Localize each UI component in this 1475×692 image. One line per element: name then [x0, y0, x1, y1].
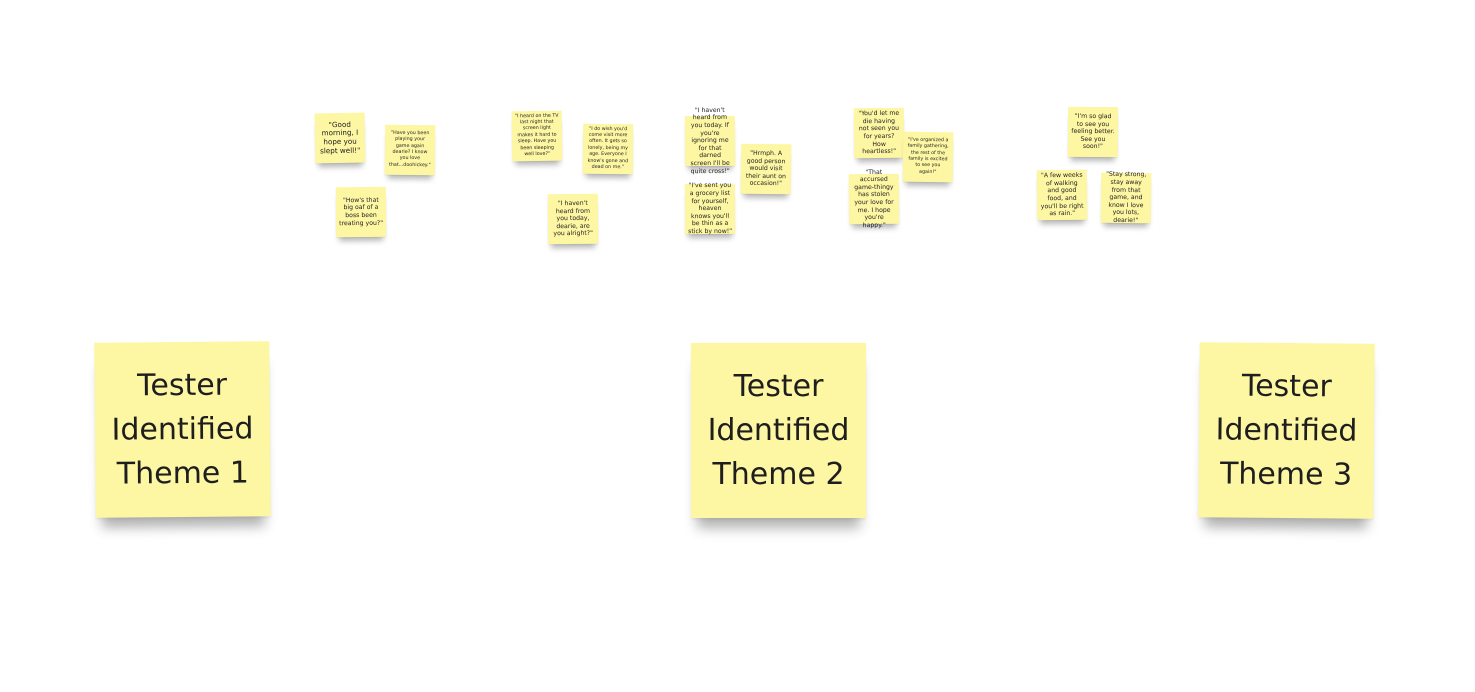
sticky-note[interactable]: "I haven't heard from you today, dearie,…	[547, 193, 599, 245]
theme-sticky-note[interactable]: Tester Identified Theme 1	[94, 341, 271, 518]
sticky-note-text: "I'm so glad to see you feeling better. …	[1071, 112, 1115, 151]
sticky-note-text: "That accursed game-thingy has stolen yo…	[854, 168, 894, 229]
sticky-note-text: "Stay strong, stay away from that game, …	[1106, 171, 1147, 225]
sticky-note[interactable]: "That accursed game-thingy has stolen yo…	[848, 169, 900, 229]
theme-sticky-note-text: Tester Identified Theme 1	[111, 367, 254, 492]
sticky-note[interactable]: "I do wish you'd come visit more often. …	[582, 123, 634, 175]
sticky-note-text: "I've organized a family gathering, the …	[907, 137, 949, 175]
sticky-note-text: "I haven't heard from you today. If you'…	[690, 106, 730, 175]
theme-sticky-note[interactable]: Tester Identified Theme 3	[1198, 342, 1375, 519]
theme-sticky-note-text: Tester Identified Theme 3	[1215, 368, 1358, 493]
sticky-note[interactable]: "How's that big oaf of a boss been treat…	[335, 186, 387, 238]
sticky-note[interactable]: "Hrmph. A good person would visit their …	[740, 143, 792, 195]
sticky-note[interactable]: "Stay strong, stay away from that game, …	[1100, 171, 1152, 225]
sticky-note-text: "Good morning, I hope you slept well!"	[319, 119, 361, 155]
sticky-note[interactable]: "I've sent you a grocery list for yourse…	[684, 182, 736, 236]
sticky-note-text: "A few weeks of walking and good food, a…	[1040, 171, 1084, 218]
theme-sticky-note-text: Tester Identified Theme 2	[707, 368, 850, 492]
sticky-note[interactable]: "I've organized a family gathering, the …	[902, 131, 954, 183]
sticky-note[interactable]: "I'm so glad to see you feeling better. …	[1067, 106, 1119, 158]
sticky-note-text: "Hrmph. A good person would visit their …	[745, 149, 787, 188]
sticky-note-text: "I've sent you a grocery list for yourse…	[688, 182, 733, 236]
sticky-note-text: "I haven't heard from you today, dearie,…	[553, 199, 593, 238]
sticky-note-text: "Have you been playing your game again d…	[388, 130, 431, 169]
sticky-note[interactable]: "I haven't heard from you today. If you'…	[684, 107, 736, 175]
sticky-note[interactable]: "A few weeks of walking and good food, a…	[1036, 169, 1088, 221]
sticky-note-text: "How's that big oaf of a boss been treat…	[339, 196, 384, 227]
sticky-note-text: "You'd let me die having not seen you fo…	[858, 110, 900, 156]
sticky-note[interactable]: "Have you been playing your game again d…	[384, 124, 436, 176]
theme-sticky-note[interactable]: Tester Identified Theme 2	[691, 343, 866, 518]
sticky-note[interactable]: "I heard on the TV last night that scree…	[511, 110, 563, 162]
sticky-note-text: "I do wish you'd come visit more often. …	[587, 126, 629, 171]
sticky-note[interactable]: "You'd let me die having not seen you fo…	[853, 107, 905, 159]
sticky-note-text: "I heard on the TV last night that scree…	[514, 113, 559, 158]
sticky-note[interactable]: "Good morning, I hope you slept well!"	[314, 112, 366, 164]
